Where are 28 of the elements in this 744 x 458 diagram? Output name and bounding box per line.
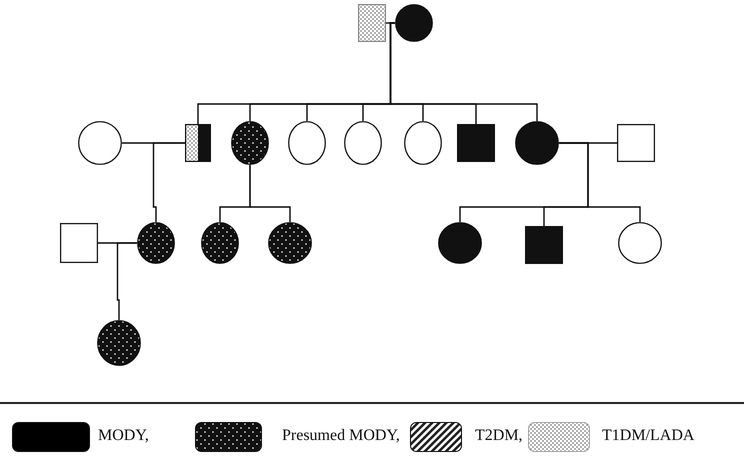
descent-line — [152, 142, 185, 222]
female-circle — [344, 121, 382, 165]
descent-line — [559, 142, 641, 222]
female-circle — [515, 121, 559, 165]
descent-line — [390, 22, 538, 121]
descent-line — [116, 242, 137, 320]
female-circle — [288, 121, 326, 165]
legend-text: T2DM, — [475, 427, 523, 445]
legend-text: MODY, — [98, 427, 149, 445]
female-circle — [438, 222, 482, 264]
male-square — [617, 124, 655, 162]
legend-text: T1DM/LADA — [602, 427, 694, 445]
female-circle — [231, 121, 269, 165]
female-circle — [78, 121, 122, 165]
female-circle — [137, 222, 175, 264]
male-square — [457, 124, 495, 162]
female-circle — [268, 222, 312, 264]
female-circle — [97, 320, 141, 366]
legend-text: Presumed MODY, — [282, 427, 400, 445]
male-square — [60, 223, 98, 263]
descent-line — [249, 165, 291, 222]
female-circle — [618, 222, 662, 264]
female-circle — [395, 4, 433, 42]
male-square — [185, 124, 211, 162]
male-square — [525, 226, 563, 264]
female-circle — [201, 222, 239, 264]
male-square — [358, 4, 386, 42]
female-circle — [404, 121, 442, 165]
